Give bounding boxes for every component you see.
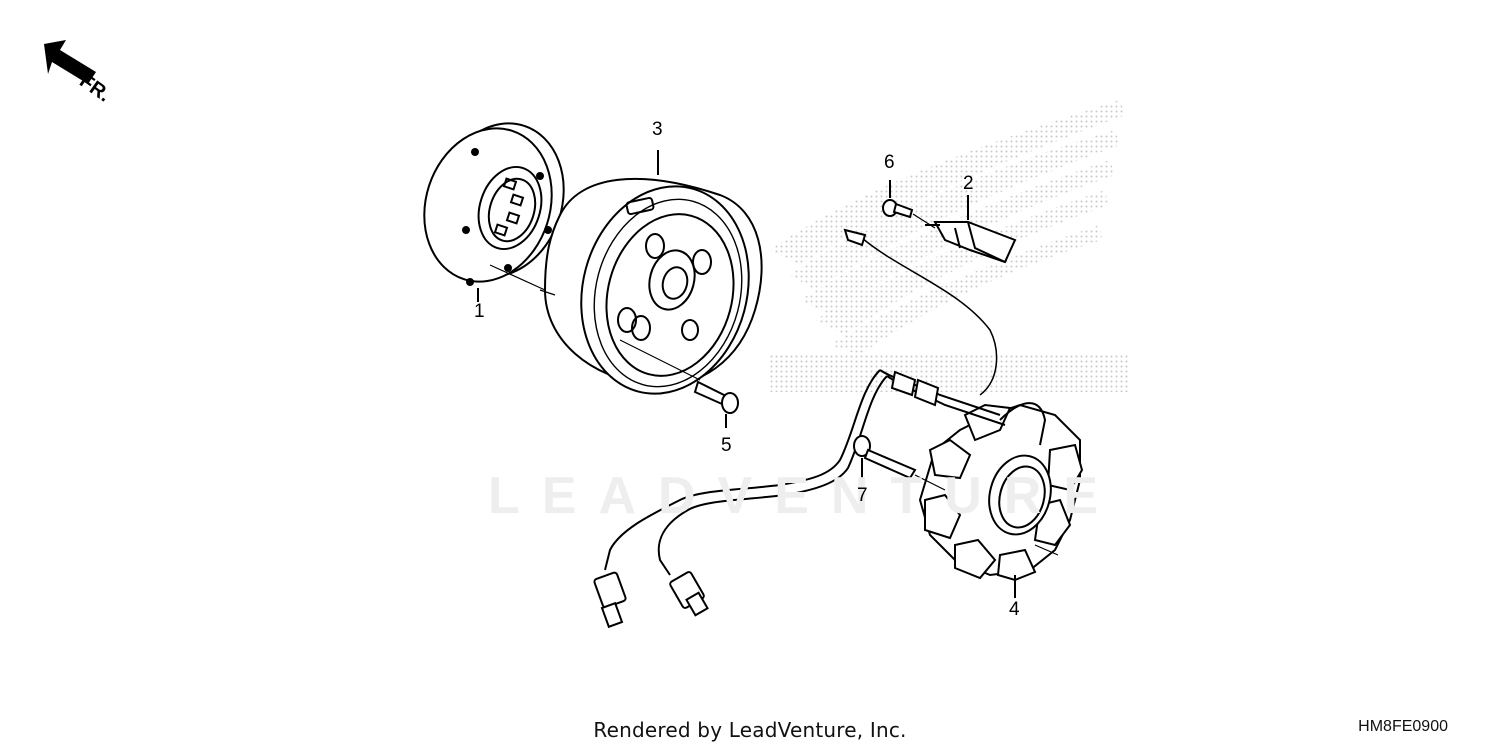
part-3-flywheel bbox=[539, 150, 763, 395]
watermark-text: LEADVENTURE bbox=[488, 467, 1121, 525]
diagram-code: HM8FE0900 bbox=[1358, 718, 1448, 735]
callout-part-3[interactable]: 3 bbox=[652, 119, 663, 140]
part-4-stator bbox=[918, 402, 1084, 598]
footer-credit: Rendered by LeadVenture, Inc. bbox=[593, 718, 907, 742]
callout-part-2[interactable]: 2 bbox=[963, 173, 974, 194]
front-arrow-icon bbox=[44, 40, 96, 84]
part-5-flywheel-bolt bbox=[693, 380, 739, 428]
callout-part-1[interactable]: 1 bbox=[474, 301, 485, 322]
wing-logo-watermark-icon bbox=[770, 100, 1130, 392]
part-2-pulse-generator bbox=[843, 195, 1017, 396]
part-6-bolt bbox=[882, 180, 936, 229]
callout-part-5[interactable]: 5 bbox=[721, 435, 732, 456]
wiring-harness bbox=[593, 369, 1006, 629]
callout-part-7[interactable]: 7 bbox=[857, 485, 868, 506]
part-1-clutch-plate bbox=[423, 122, 565, 302]
callout-part-4[interactable]: 4 bbox=[1009, 599, 1020, 620]
part-7-stator-bolt bbox=[853, 435, 946, 491]
callout-part-6[interactable]: 6 bbox=[884, 152, 895, 173]
